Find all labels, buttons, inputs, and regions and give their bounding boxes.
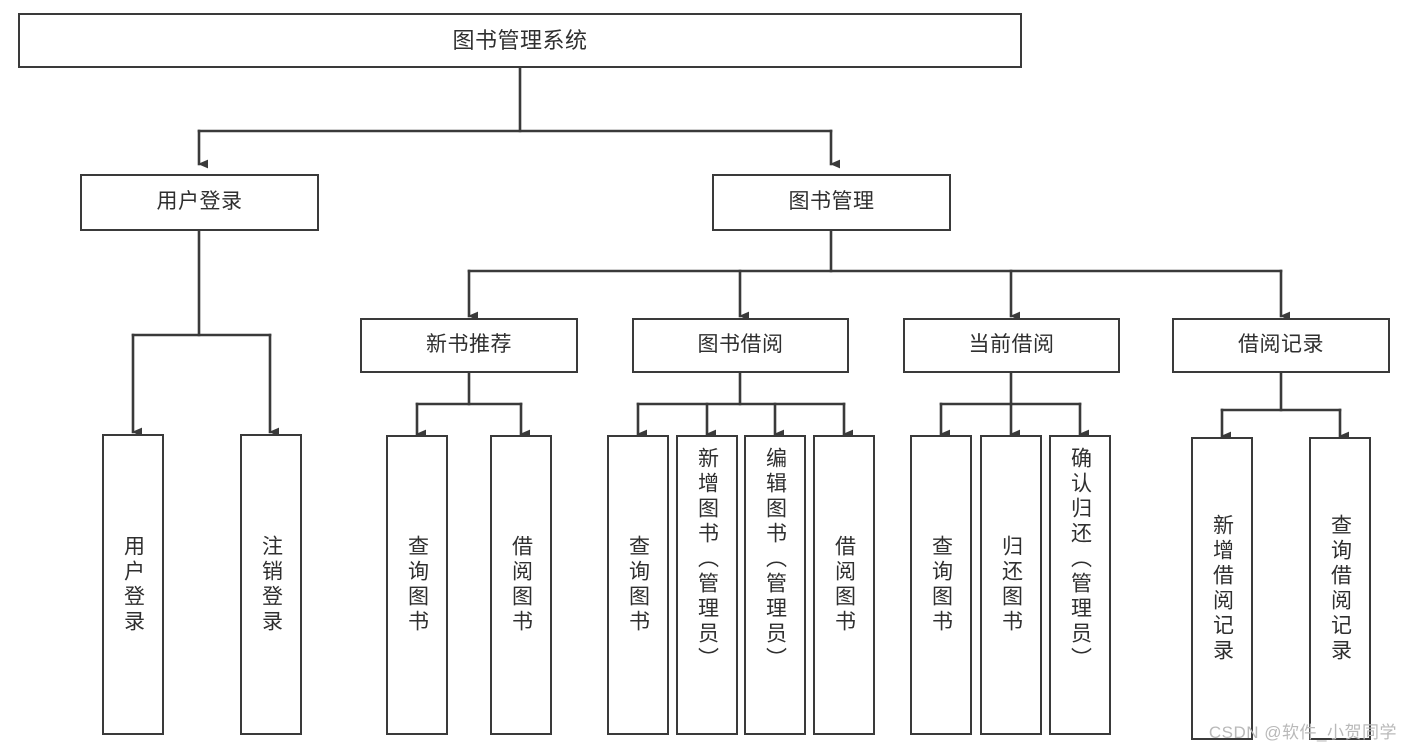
csdn-watermark: CSDN @软件_小贺同学 [1208, 723, 1397, 742]
node-label: 借阅记录 [1238, 333, 1324, 357]
leaf-new-book-query[interactable]: 查询图书 [386, 435, 448, 735]
leaf-label: 编辑图书（管理员） [763, 447, 787, 672]
node-borrow-record[interactable]: 借阅记录 [1172, 318, 1390, 373]
leaf-label: 借阅图书 [509, 535, 533, 635]
leaf-borrow-record-add[interactable]: 新增借阅记录 [1191, 437, 1253, 740]
leaf-book-borrow-borrow[interactable]: 借阅图书 [813, 435, 875, 735]
node-new-book-recommend[interactable]: 新书推荐 [360, 318, 578, 373]
leaf-label: 查询图书 [929, 535, 953, 635]
leaf-label: 归还图书 [999, 535, 1023, 635]
leaf-current-borrow-confirm-return[interactable]: 确认归还（管理员） [1049, 435, 1111, 735]
leaf-current-borrow-return[interactable]: 归还图书 [980, 435, 1042, 735]
leaf-book-borrow-edit[interactable]: 编辑图书（管理员） [744, 435, 806, 735]
leaf-label: 查询借阅记录 [1328, 513, 1352, 664]
node-book-borrow[interactable]: 图书借阅 [632, 318, 849, 373]
leaf-borrow-record-query[interactable]: 查询借阅记录 [1309, 437, 1371, 740]
node-user-login[interactable]: 用户登录 [80, 174, 319, 231]
leaf-label: 注销登录 [259, 534, 283, 635]
node-label: 图书借阅 [697, 333, 784, 357]
node-label: 当前借阅 [968, 333, 1055, 357]
node-label: 图书管理 [788, 190, 875, 214]
leaf-label: 查询图书 [405, 535, 429, 635]
leaf-label: 借阅图书 [832, 535, 856, 635]
leaf-label: 新增借阅记录 [1210, 513, 1234, 664]
node-book-management[interactable]: 图书管理 [712, 174, 951, 231]
leaf-user-login-login[interactable]: 用户登录 [102, 434, 164, 735]
leaf-book-borrow-add[interactable]: 新增图书（管理员） [676, 435, 738, 735]
leaf-user-login-logout[interactable]: 注销登录 [240, 434, 302, 735]
node-label: 新书推荐 [426, 333, 512, 357]
leaf-new-book-borrow[interactable]: 借阅图书 [490, 435, 552, 735]
node-label: 用户登录 [156, 190, 243, 214]
node-current-borrow[interactable]: 当前借阅 [903, 318, 1120, 373]
leaf-current-borrow-query[interactable]: 查询图书 [910, 435, 972, 735]
leaf-label: 用户登录 [121, 534, 145, 635]
leaf-label: 新增图书（管理员） [695, 447, 719, 672]
node-root-book-management-system[interactable]: 图书管理系统 [18, 13, 1022, 68]
leaf-book-borrow-query[interactable]: 查询图书 [607, 435, 669, 735]
node-label: 图书管理系统 [452, 27, 588, 53]
leaf-label: 查询图书 [626, 535, 650, 635]
leaf-label: 确认归还（管理员） [1068, 447, 1092, 672]
